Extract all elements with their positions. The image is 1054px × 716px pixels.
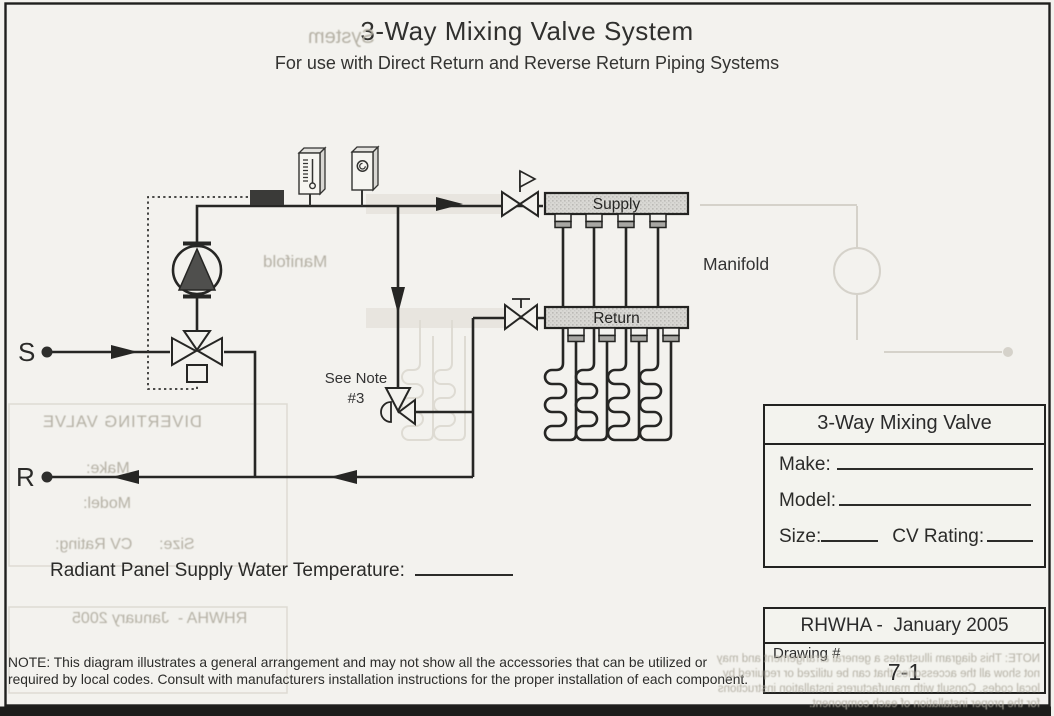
size-label: Size: [779, 526, 822, 547]
make-blank[interactable] [836, 454, 1033, 470]
radiant-temp-blank[interactable] [414, 560, 513, 576]
radiant-loop [606, 226, 641, 442]
drawing-info-header: RHWHA - January 2005 [800, 615, 1009, 636]
divider [765, 642, 1044, 644]
model-row: Model: [779, 490, 1032, 512]
page-subtitle: For use with Direct Return and Reverse R… [274, 53, 780, 73]
page-title: 3-Way Mixing Valve System [360, 16, 694, 46]
see-note-number: #3 [347, 389, 365, 407]
gate-valve-icon [504, 298, 538, 331]
flow-arrow-left [112, 470, 139, 484]
valve-to-return-drop-pipe [224, 350, 257, 477]
drawing-number-label: Drawing # [773, 645, 841, 662]
supply-point-label: S [18, 337, 36, 367]
make-label: Make: [779, 454, 831, 475]
radiant-loop [638, 226, 673, 442]
flow-arrow-right [111, 345, 138, 359]
valve-spec-header: 3-Way Mixing Valve [817, 412, 992, 434]
return-point-label: R [16, 462, 35, 492]
see-note-callout: See Note #3 [316, 369, 396, 408]
radiant-loop [574, 226, 609, 442]
return-manifold-pipe [471, 316, 545, 477]
bleedthrough-text: Model: [83, 495, 132, 512]
radiant-temp-label: Radiant Panel Supply Water Temperature: [50, 560, 405, 581]
flow-arrow-down [391, 287, 405, 314]
balancing-valve-icon [380, 387, 416, 426]
radiant-loop [543, 226, 578, 442]
pipe-sensor-block [250, 190, 284, 205]
drawing-number: 7-1 [887, 659, 922, 685]
radiant-temp-field: Radiant Panel Supply Water Temperature: [50, 560, 513, 582]
cv-rating-label: CV Rating: [892, 526, 985, 547]
scan-edge-artifact [0, 706, 1051, 716]
divider [765, 443, 1044, 445]
return-manifold [543, 305, 690, 343]
supply-manifold [543, 191, 690, 229]
bleedthrough-text: RHWHA - January 2005 [72, 610, 248, 627]
cv-rating-blank[interactable] [987, 526, 1034, 542]
bleedthrough-text: Size: CV Rating: [55, 536, 195, 553]
return-manifold-label: Return [593, 309, 640, 327]
thermometer-icon [297, 146, 327, 206]
supply-manifold-label: Supply [592, 195, 641, 213]
manifold-caption: Manifold [703, 254, 770, 274]
valve-spec-box: 3-Way Mixing Valve Make: Model: Size: CV… [763, 404, 1046, 568]
supply-manifold-ports [554, 213, 667, 229]
bleedthrough-text: DIVERTING VALVE [42, 413, 202, 431]
bleedthrough-text: Manifold [263, 252, 328, 271]
return-connection-dot [41, 471, 53, 483]
return-manifold-ports [567, 327, 680, 343]
bleedthrough-text: System [308, 26, 375, 48]
see-note-text: See Note [324, 370, 388, 387]
note-text: NOTE: This diagram illustrates a general… [8, 655, 749, 688]
pump-riser-and-supply-header-pipe [195, 204, 543, 245]
model-label: Model: [779, 490, 837, 511]
page-border [4, 2, 1051, 707]
flow-arrows [111, 197, 463, 484]
supply-connection-dot [41, 346, 53, 358]
flow-arrow-right [436, 197, 463, 211]
control-wiring-dashed [147, 196, 248, 390]
model-blank[interactable] [839, 490, 1032, 506]
make-row: Make: [779, 454, 1033, 476]
pipes [52, 204, 673, 479]
pump-icon [171, 241, 223, 299]
size-blank[interactable] [821, 526, 879, 542]
aquastat-control-icon [350, 145, 380, 206]
ball-valve-icon [501, 169, 539, 218]
three-way-mixing-valve-icon [171, 330, 223, 383]
drawing-info-box: RHWHA - January 2005 Drawing # 7-1 [763, 607, 1046, 694]
size-cv-row: Size: CV Rating: [779, 526, 1034, 548]
bleedthrough-text: Make: [86, 460, 130, 477]
bleedthrough-text: NOTE: This diagram illustrates a general… [716, 653, 1040, 710]
valve-actuator [186, 364, 208, 383]
flow-arrow-left [330, 470, 357, 484]
